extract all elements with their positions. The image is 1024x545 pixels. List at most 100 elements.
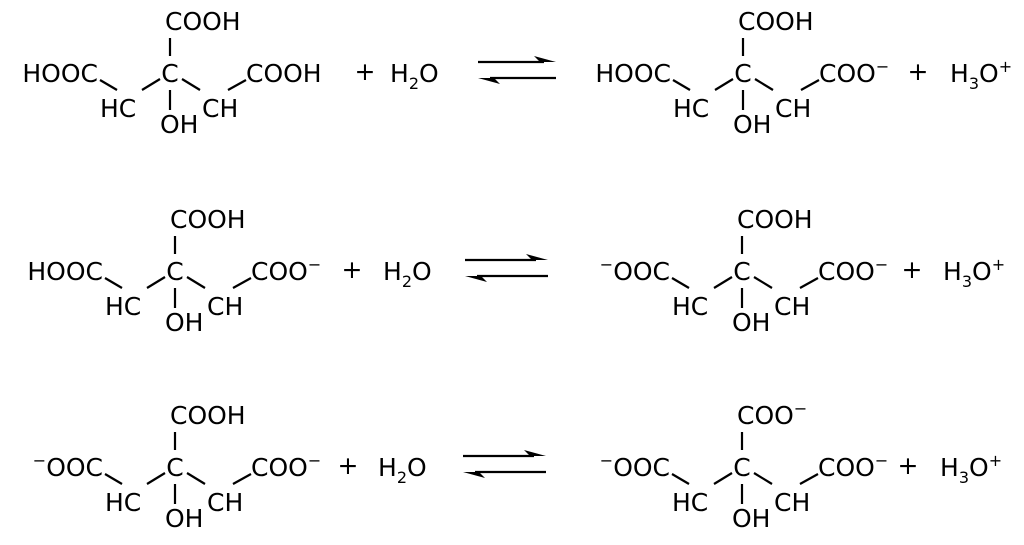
group-text: COO xyxy=(818,257,875,286)
left-methylene: HC xyxy=(672,292,708,321)
bond xyxy=(713,276,733,289)
right-carboxyl-group: COO− xyxy=(818,451,888,482)
hydronium-formula: H3O+ xyxy=(943,255,1005,291)
group-text: COOH xyxy=(738,7,814,36)
plus-sign: + xyxy=(902,255,923,284)
group-text: COOH xyxy=(170,401,246,430)
right-methylene: CH xyxy=(774,488,810,517)
charge: − xyxy=(876,57,889,76)
hydroxyl-group: OH xyxy=(165,308,203,337)
left-methylene: HC xyxy=(105,488,141,517)
group-text: COO xyxy=(251,257,308,286)
forward-arrowhead xyxy=(526,254,548,260)
plus-sign: + xyxy=(342,255,363,284)
group-text: COOH xyxy=(737,205,813,234)
charge: − xyxy=(875,451,888,470)
reverse-arrowhead xyxy=(465,276,487,282)
right-carboxyl-group: COO− xyxy=(819,57,889,88)
water-formula: H2O xyxy=(383,257,432,291)
bond xyxy=(232,473,252,485)
forward-arrowhead xyxy=(534,56,556,62)
group-text: COO xyxy=(251,453,308,482)
bond xyxy=(672,79,691,91)
plus-sign: + xyxy=(338,451,359,480)
plus-sign: + xyxy=(898,451,919,480)
bond xyxy=(753,276,773,289)
right-methylene: CH xyxy=(775,94,811,123)
bond xyxy=(181,78,201,91)
left-methylene: HC xyxy=(673,94,709,123)
forward-arrowhead xyxy=(524,450,546,456)
bond xyxy=(800,79,820,91)
right-methylene: CH xyxy=(774,292,810,321)
central-carbon: C xyxy=(166,453,183,482)
equilibrium-arrows xyxy=(478,56,556,84)
hydroxyl-group: OH xyxy=(732,504,770,533)
left-carboxyl-group: −OOC xyxy=(33,451,103,482)
charge: − xyxy=(33,451,46,470)
hydroxyl-group: OH xyxy=(733,110,771,139)
charge: − xyxy=(600,255,613,274)
top-carboxyl-group: COOH xyxy=(737,205,813,234)
group-text: COO xyxy=(818,453,875,482)
charge: − xyxy=(308,255,321,274)
bond xyxy=(753,472,773,485)
hydronium-formula: H3O+ xyxy=(950,57,1012,93)
bond xyxy=(104,473,123,485)
central-carbon: C xyxy=(733,257,750,286)
bond xyxy=(232,277,252,289)
bond xyxy=(671,277,690,289)
hydroxyl-group: OH xyxy=(165,504,203,533)
bond xyxy=(99,79,118,91)
central-carbon: C xyxy=(734,59,751,88)
bond xyxy=(141,78,161,91)
reverse-arrowhead xyxy=(478,78,500,84)
bond xyxy=(671,473,690,485)
group-text: COO xyxy=(737,401,794,430)
top-carboxyl-group: COOH xyxy=(165,7,241,36)
right-carboxyl-group: COO− xyxy=(818,255,888,286)
left-methylene: HC xyxy=(672,488,708,517)
equilibrium-arrows xyxy=(463,450,546,478)
bond xyxy=(146,472,166,485)
bond xyxy=(713,472,733,485)
top-carboxyl-group: COOH xyxy=(738,7,814,36)
bond xyxy=(754,78,774,91)
bond xyxy=(227,79,247,91)
hydronium-formula: H3O+ xyxy=(940,451,1002,487)
hydroxyl-group: OH xyxy=(160,110,198,139)
bond xyxy=(186,472,206,485)
group-text: COOH xyxy=(165,7,241,36)
group-text: HOOC xyxy=(27,257,103,286)
top-carboxyl-group: COOH xyxy=(170,205,246,234)
group-text: HOOC xyxy=(595,59,671,88)
charge: − xyxy=(308,451,321,470)
right-carboxyl-group: COO− xyxy=(251,451,321,482)
charge: − xyxy=(600,451,613,470)
left-carboxyl-group: HOOC xyxy=(27,257,103,286)
right-carboxyl-group: COOH xyxy=(246,59,322,88)
group-text: COOH xyxy=(170,205,246,234)
group-text: OOC xyxy=(46,453,103,482)
bond xyxy=(714,78,734,91)
left-carboxyl-group: HOOC xyxy=(595,59,671,88)
left-carboxyl-group: −OOC xyxy=(600,451,670,482)
right-methylene: CH xyxy=(202,94,238,123)
water-formula: H2O xyxy=(390,59,439,93)
left-carboxyl-group: HOOC xyxy=(22,59,98,88)
group-text: OOC xyxy=(613,453,670,482)
group-text: COO xyxy=(819,59,876,88)
left-methylene: HC xyxy=(105,292,141,321)
charge: − xyxy=(794,399,807,418)
reverse-arrowhead xyxy=(463,472,485,478)
right-methylene: CH xyxy=(207,488,243,517)
central-carbon: C xyxy=(161,59,178,88)
water-formula: H2O xyxy=(378,453,427,487)
left-methylene: HC xyxy=(100,94,136,123)
